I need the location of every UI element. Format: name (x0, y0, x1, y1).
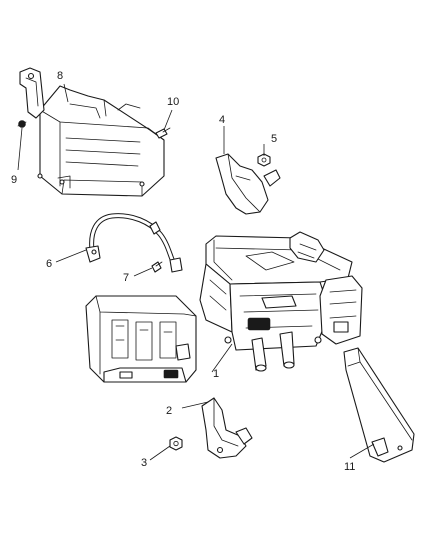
leader-7 (133, 267, 153, 277)
callout-labels: 1 2 3 4 5 6 7 8 9 10 11 (11, 70, 355, 473)
part-3-nut (169, 436, 183, 451)
power-module-assembly (199, 231, 363, 372)
leader-lines (17, 83, 375, 461)
part-11-cover-panel (343, 347, 415, 463)
callout-11: 11 (344, 461, 355, 473)
part-6-cable (85, 213, 183, 273)
callout-2: 2 (166, 405, 172, 417)
part-4-bracket (215, 153, 281, 215)
callout-3: 3 (141, 457, 147, 469)
leader-9 (17, 127, 23, 171)
callout-10: 10 (167, 96, 179, 108)
part-2-lower-bracket (201, 397, 253, 459)
part-7-screw (151, 261, 163, 273)
leader-1 (211, 343, 233, 373)
leader-6 (55, 249, 87, 263)
part-10-screw (155, 127, 171, 139)
part-9-bolt (17, 120, 27, 128)
controller-module (85, 295, 197, 383)
leader-3 (149, 445, 171, 461)
leader-2 (181, 401, 209, 409)
callout-5: 5 (271, 133, 277, 145)
leader-10 (163, 109, 173, 131)
callout-1: 1 (213, 368, 219, 380)
callout-6: 6 (46, 258, 52, 270)
leader-11 (349, 443, 375, 459)
callout-4: 4 (219, 114, 225, 126)
callout-7: 7 (123, 272, 129, 284)
leader-8 (63, 83, 69, 103)
part-8-tray-bracket (19, 67, 165, 197)
callout-9: 9 (11, 174, 17, 186)
callout-8: 8 (57, 70, 63, 82)
